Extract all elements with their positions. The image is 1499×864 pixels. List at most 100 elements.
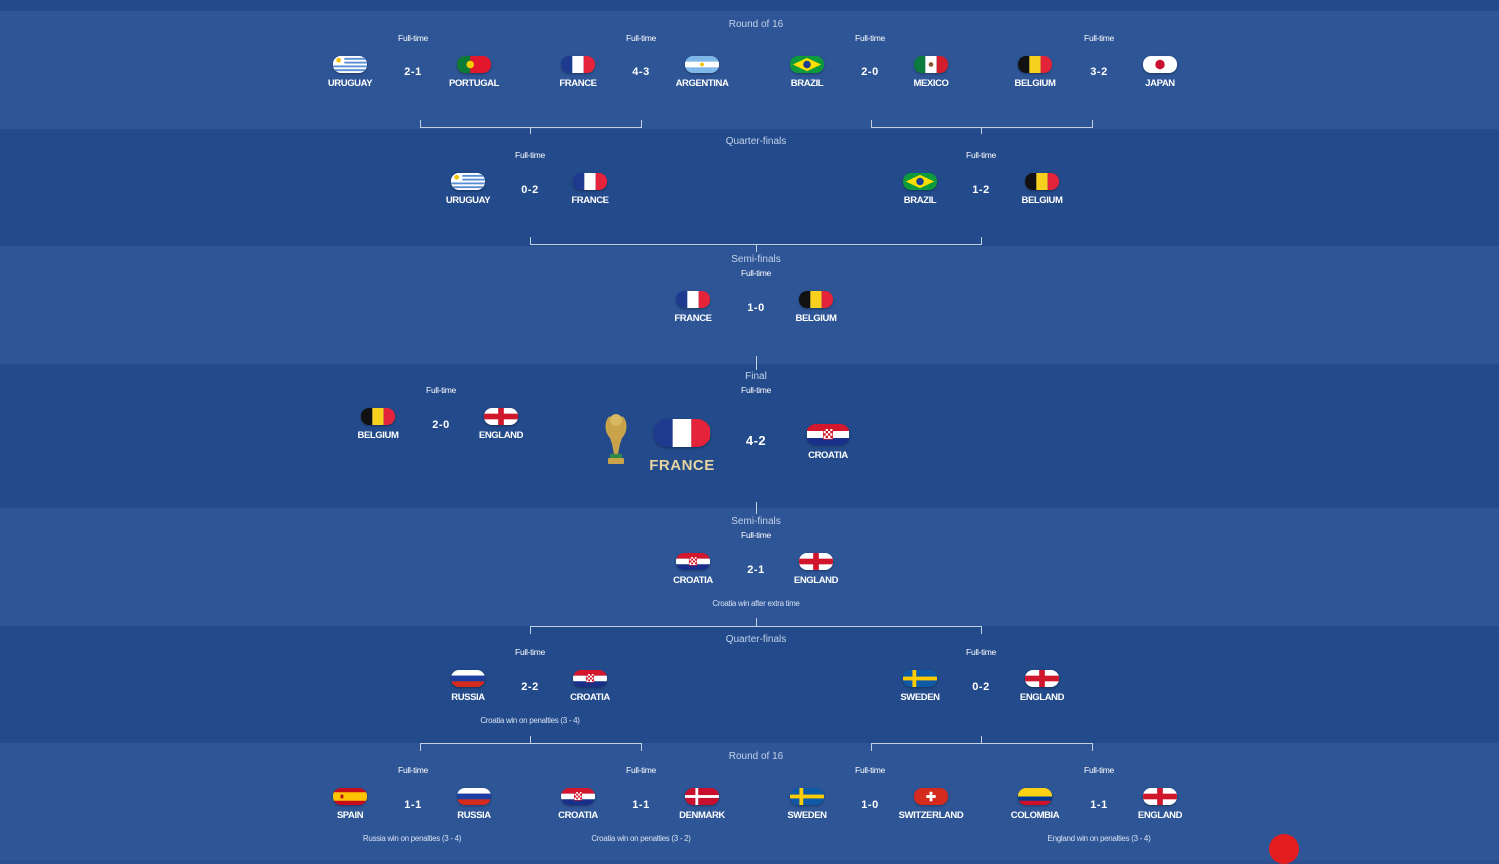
- match-note: Croatia win on penalties (3 - 2): [591, 834, 691, 843]
- england-flag-icon: [484, 408, 518, 425]
- team-belgium[interactable]: BELGIUM: [768, 291, 864, 324]
- team-croatia[interactable]: CROATIA: [542, 670, 638, 703]
- uruguay-flag-icon: [333, 56, 367, 73]
- team-brazil[interactable]: BRAZIL: [872, 173, 968, 206]
- stage-qf-bottom: Quarter-finals: [725, 634, 787, 645]
- match-note: England win on penalties (3 - 4): [1047, 834, 1151, 843]
- bracket-line: [981, 127, 982, 134]
- top-strip: [0, 0, 1499, 11]
- band-qf-top: [0, 129, 1499, 246]
- team-croatia[interactable]: CROATIA: [530, 788, 626, 821]
- team-uruguay[interactable]: URUGUAY: [420, 173, 516, 206]
- final-score: 4-2: [745, 433, 767, 448]
- bracket-line: [420, 120, 421, 128]
- sweden-flag-icon: [790, 788, 824, 805]
- england-flag-icon: [799, 553, 833, 570]
- fulltime-label: Full-time: [741, 530, 771, 540]
- team-brazil[interactable]: BRAZIL: [759, 56, 855, 89]
- team-england[interactable]: ENGLAND: [453, 408, 549, 441]
- bracket-line: [756, 244, 757, 252]
- fulltime-label: Full-time: [398, 33, 428, 43]
- fulltime-label: Full-time: [1084, 33, 1114, 43]
- russia-flag-icon: [451, 670, 485, 687]
- bracket-line: [641, 743, 642, 751]
- team-belgium[interactable]: BELGIUM: [987, 56, 1083, 89]
- croatia-flag-icon: [573, 670, 607, 687]
- bracket-line: [530, 237, 531, 245]
- team-belgium[interactable]: BELGIUM: [330, 408, 426, 441]
- team-russia[interactable]: RUSSIA: [426, 788, 522, 821]
- france-flag-icon: [676, 291, 710, 308]
- team-uruguay[interactable]: URUGUAY: [302, 56, 398, 89]
- match-score: 2-0: [861, 66, 879, 78]
- team-england[interactable]: ENGLAND: [768, 553, 864, 586]
- team-portugal[interactable]: PORTUGAL: [426, 56, 522, 89]
- portugal-flag-icon: [457, 56, 491, 73]
- bracket-line: [756, 356, 757, 370]
- stage-r16-bottom: Round of 16: [728, 751, 784, 762]
- fulltime-label: Full-time: [515, 647, 545, 657]
- team-france[interactable]: FRANCE: [645, 291, 741, 324]
- bracket-line: [871, 743, 872, 751]
- stage-final: Final: [745, 371, 767, 382]
- team-france[interactable]: FRANCE: [530, 56, 626, 89]
- fulltime-label: Full-time: [741, 268, 771, 278]
- mexico-flag-icon: [914, 56, 948, 73]
- team-england[interactable]: ENGLAND: [1112, 788, 1208, 821]
- france-flag-icon: [561, 56, 595, 73]
- belgium-flag-icon: [1025, 173, 1059, 190]
- team-colombia[interactable]: COLOMBIA: [987, 788, 1083, 821]
- belgium-flag-icon: [799, 291, 833, 308]
- bracket-line: [871, 743, 1093, 744]
- team-sweden[interactable]: SWEDEN: [872, 670, 968, 703]
- bracket-line: [530, 127, 531, 134]
- match-score: 0-2: [972, 681, 990, 693]
- fulltime-label: Full-time: [966, 150, 996, 160]
- team-argentina[interactable]: ARGENTINA: [654, 56, 750, 89]
- team-denmark[interactable]: DENMARK: [654, 788, 750, 821]
- match-score: 2-0: [432, 419, 450, 431]
- croatia-flag-icon: [676, 553, 710, 570]
- team-sweden[interactable]: SWEDEN: [759, 788, 855, 821]
- red-circle-marker-icon[interactable]: [1269, 834, 1299, 864]
- match-score: 4-3: [632, 66, 650, 78]
- team-spain[interactable]: SPAIN: [302, 788, 398, 821]
- russia-flag-icon: [457, 788, 491, 805]
- bracket-line: [420, 127, 642, 128]
- bracket-line: [871, 127, 1093, 128]
- band-qf-bottom: [0, 626, 1499, 743]
- team-croatia[interactable]: CROATIA: [780, 424, 876, 461]
- match-score: 2-1: [404, 66, 422, 78]
- bracket-line: [981, 626, 982, 634]
- bracket-line: [530, 736, 531, 744]
- bracket-line: [1092, 743, 1093, 751]
- fulltime-label: Full-time: [966, 647, 996, 657]
- band-r16-top: [0, 11, 1499, 129]
- band-sf-bottom: [0, 508, 1499, 626]
- band-r16-bottom: [0, 743, 1499, 860]
- bracket-line: [530, 626, 982, 627]
- bracket-line: [756, 618, 757, 627]
- team-switzerland[interactable]: SWITZERLAND: [883, 788, 979, 821]
- team-russia[interactable]: RUSSIA: [420, 670, 516, 703]
- team-france[interactable]: FRANCE: [542, 173, 638, 206]
- france-flag-icon: [653, 419, 711, 447]
- team-japan[interactable]: JAPAN: [1112, 56, 1208, 89]
- match-note: Croatia win after extra time: [712, 599, 800, 608]
- team-croatia[interactable]: CROATIA: [645, 553, 741, 586]
- sweden-flag-icon: [903, 670, 937, 687]
- denmark-flag-icon: [685, 788, 719, 805]
- england-flag-icon: [1143, 788, 1177, 805]
- fulltime-label: Full-time: [855, 33, 885, 43]
- team-france-champion[interactable]: [634, 419, 730, 447]
- team-england[interactable]: ENGLAND: [994, 670, 1090, 703]
- team-belgium[interactable]: BELGIUM: [994, 173, 1090, 206]
- bracket-line: [641, 120, 642, 128]
- team-mexico[interactable]: MEXICO: [883, 56, 979, 89]
- match-score: 1-0: [747, 302, 765, 314]
- colombia-flag-icon: [1018, 788, 1052, 805]
- japan-flag-icon: [1143, 56, 1177, 73]
- fulltime-label: Full-time: [426, 385, 456, 395]
- uruguay-flag-icon: [451, 173, 485, 190]
- bracket-line: [530, 626, 531, 634]
